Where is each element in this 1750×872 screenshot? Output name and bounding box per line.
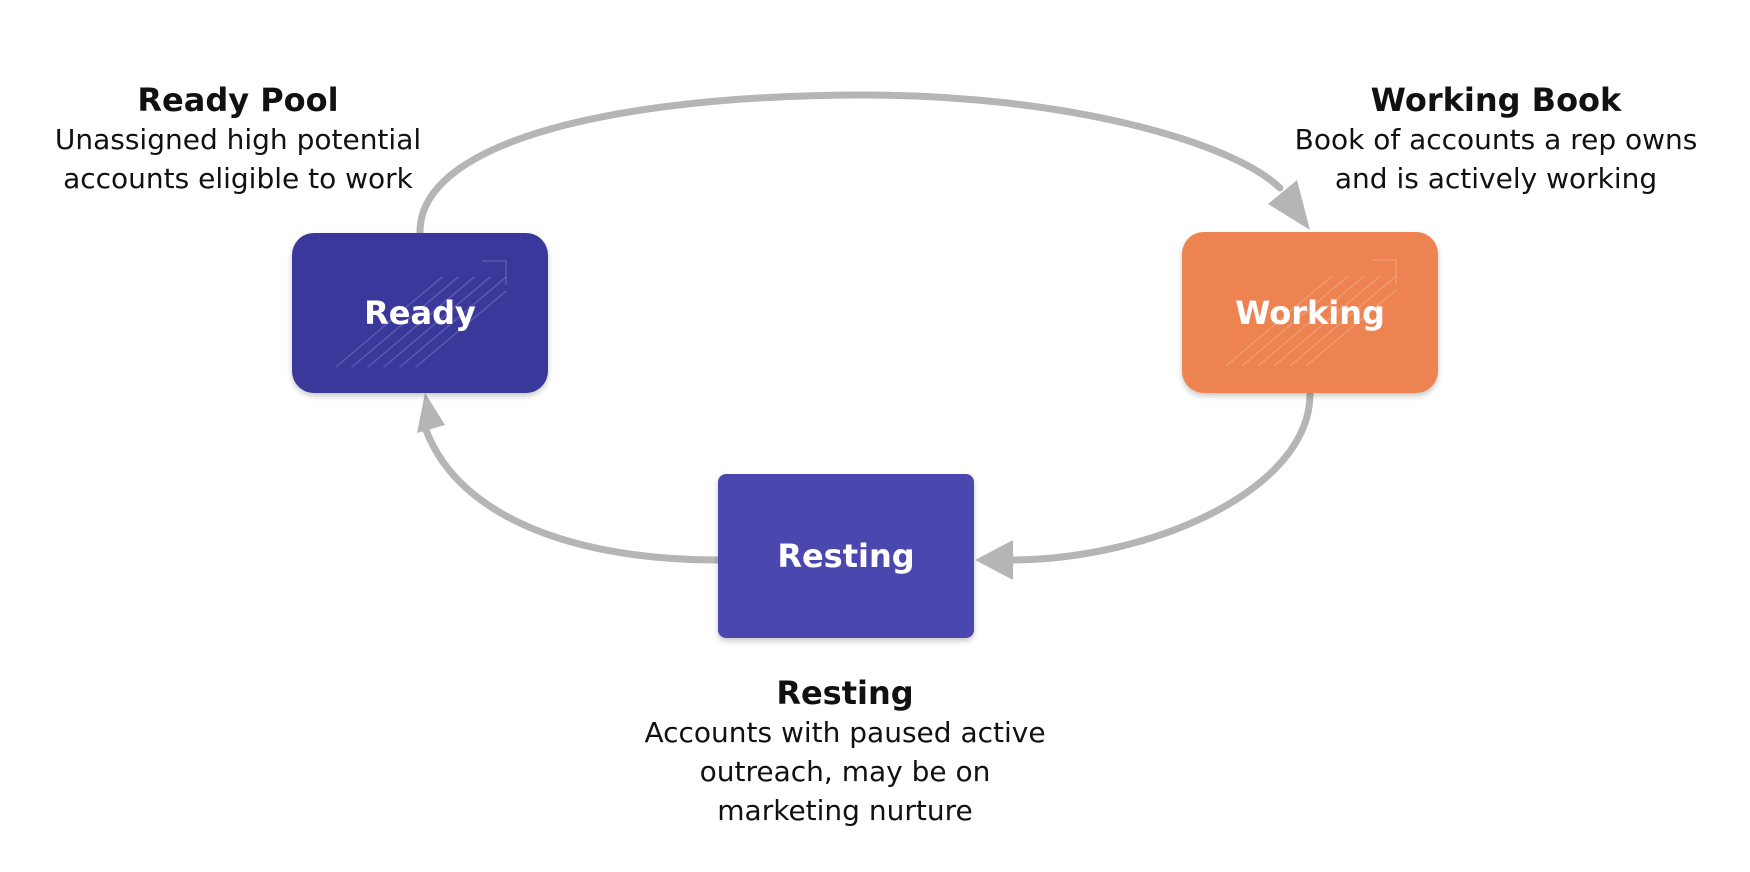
working-book-description-line: Book of accounts a rep owns [1294, 123, 1698, 156]
diagonal-stripes-decoration [1225, 259, 1397, 367]
ready-pool-description-line: accounts eligible to work [63, 162, 413, 195]
edge-working-to-resting [1006, 390, 1314, 564]
ready-pool-caption: Ready Pool Unassigned high potential acc… [40, 80, 436, 198]
resting-caption: Resting Accounts with paused active outr… [640, 673, 1050, 830]
resting-node[interactable]: Resting [718, 474, 974, 638]
arrowhead-working [1268, 180, 1310, 230]
working-book-title: Working Book [1370, 81, 1622, 119]
ready-node[interactable]: Ready [292, 233, 548, 393]
resting-description-line: marketing nurture [717, 794, 973, 827]
edge-ready-to-working [416, 91, 1284, 236]
working-book-description-line: and is actively working [1334, 162, 1658, 195]
resting-node-label: Resting [777, 537, 915, 575]
ready-pool-title: Ready Pool [137, 81, 339, 119]
resting-description-line: outreach, may be on [699, 755, 991, 788]
arrowhead-ready [417, 393, 445, 433]
edge-resting-to-ready [422, 426, 721, 564]
resting-description-line: Accounts with paused active [644, 716, 1046, 749]
working-book-caption: Working Book Book of accounts a rep owns… [1286, 80, 1706, 198]
working-node[interactable]: Working [1182, 232, 1438, 393]
diagonal-stripes-decoration [335, 260, 507, 368]
arrowhead-resting [975, 540, 1013, 580]
ready-pool-description-line: Unassigned high potential [54, 123, 422, 156]
resting-title: Resting [776, 674, 914, 712]
working-node-label: Working [1235, 293, 1385, 332]
ready-node-label: Ready [364, 294, 476, 332]
